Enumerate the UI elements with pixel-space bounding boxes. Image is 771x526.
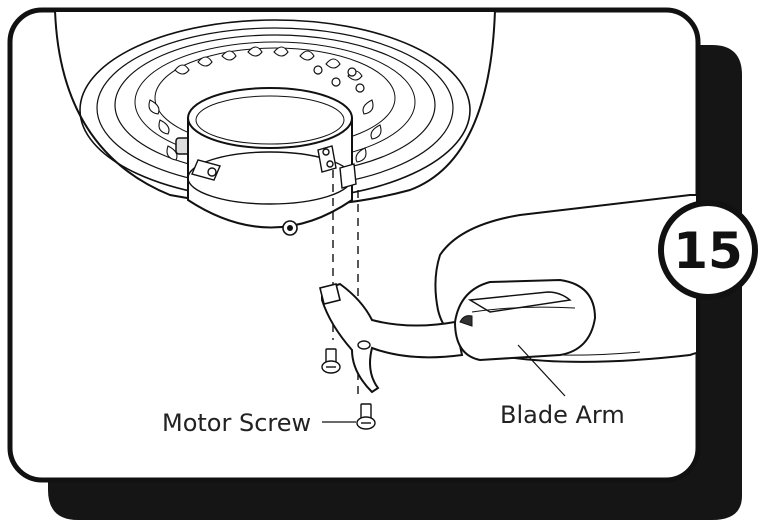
collar-inner (195, 95, 345, 145)
blade-arm-body (321, 282, 464, 394)
vent-slots (148, 46, 382, 163)
collar-screw-center (287, 225, 293, 231)
blade-arm-cap (453, 278, 597, 362)
blade-arm-leader (517, 344, 566, 397)
collar-tabs (191, 145, 357, 189)
blade-arm-label: Blade Arm (500, 401, 625, 429)
step-badge: 15 (658, 200, 758, 300)
collar-top (187, 87, 353, 149)
plate-holes (313, 65, 365, 93)
artwork: Motor Screw Blade Arm (53, 12, 696, 437)
blade-arm-cap-tip (459, 315, 473, 327)
blade-arm-hole (357, 340, 371, 350)
motor-screw-1 (321, 348, 341, 374)
blade-arm-cap-ridge (467, 291, 572, 313)
motor-screw-2 (356, 403, 376, 430)
motor-screw-label: Motor Screw (162, 409, 311, 437)
blade-arm-flange (319, 283, 341, 305)
step-number: 15 (673, 222, 743, 280)
blade-arm-cap-detail (471, 306, 576, 313)
